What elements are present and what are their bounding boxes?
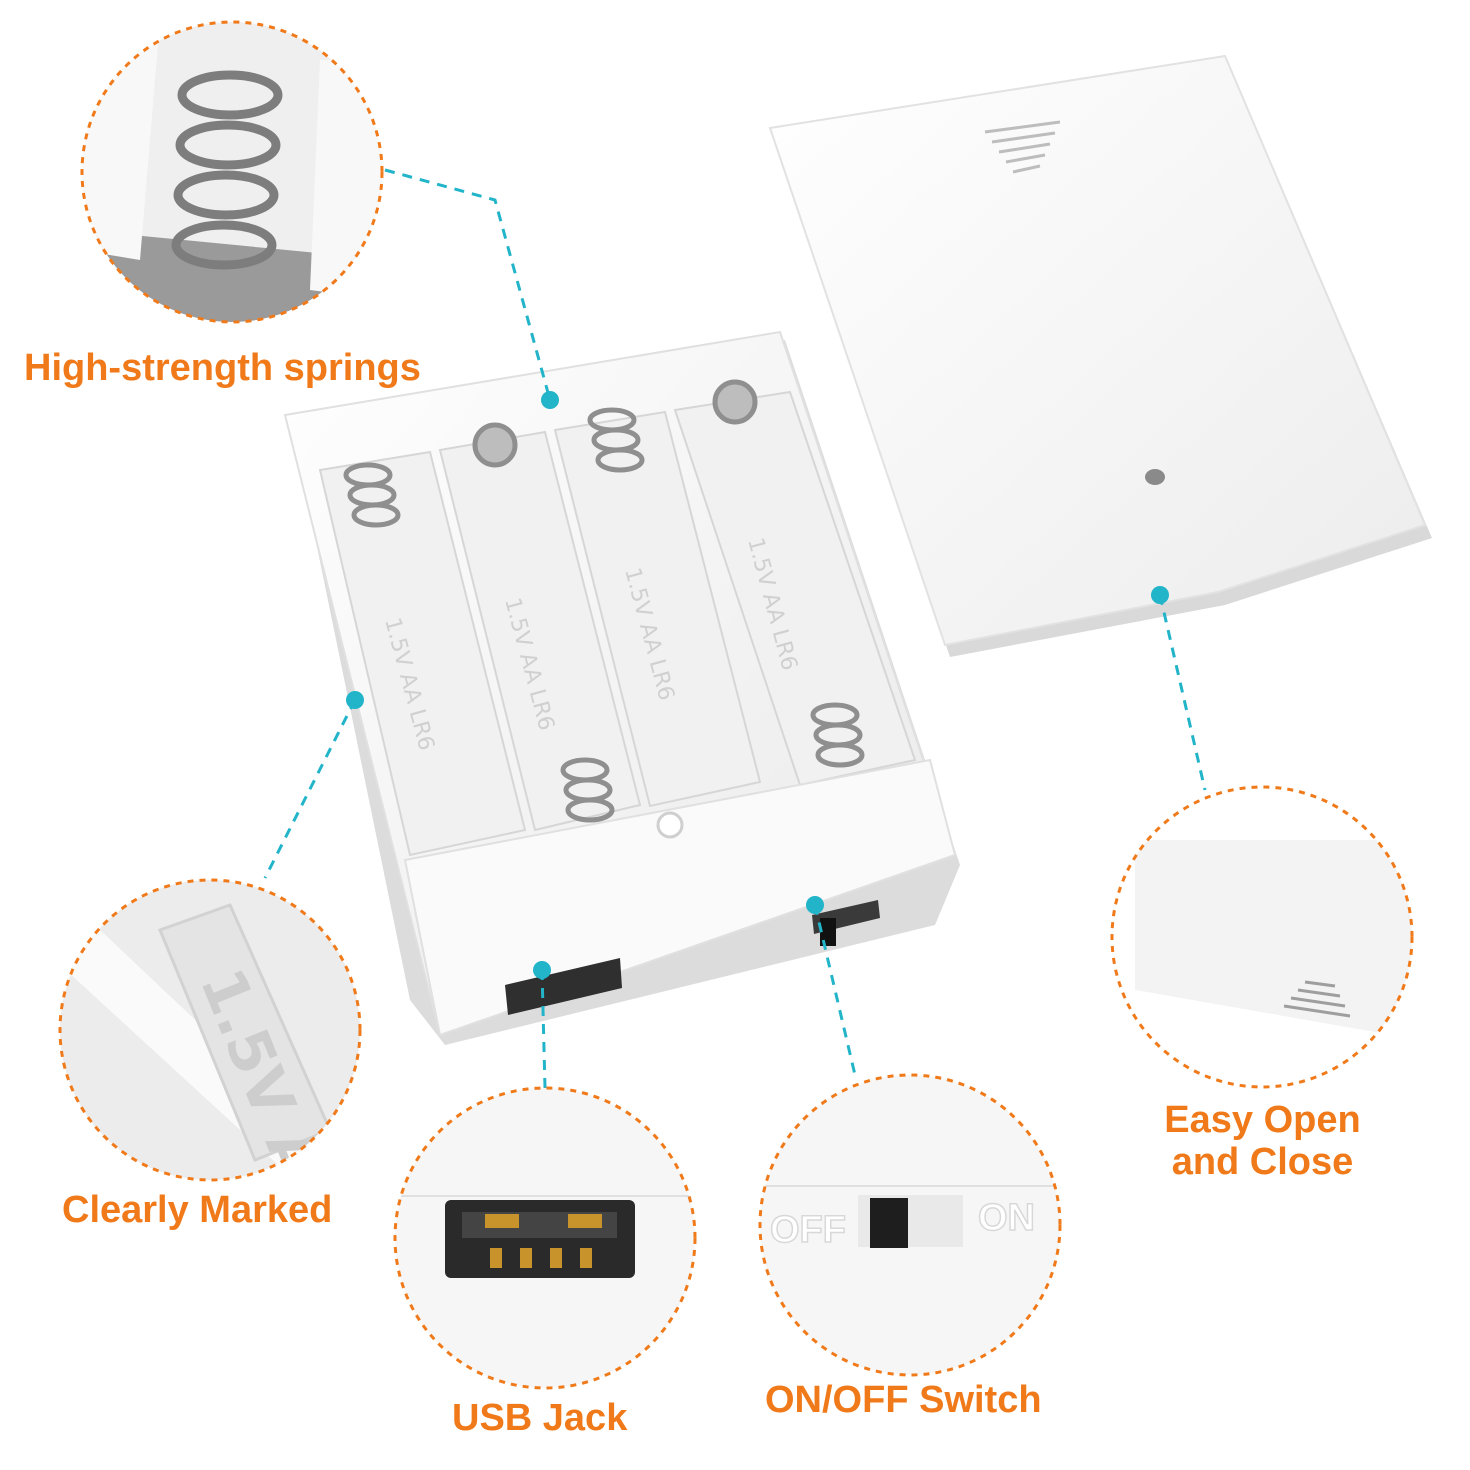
- zoom-usb: [393, 1086, 697, 1390]
- zoom-springs: [80, 20, 384, 324]
- zoom-switch: OFF ON: [758, 1073, 1062, 1377]
- grip-lines-icon: [984, 120, 1061, 174]
- usb-port-icon: [505, 958, 622, 1015]
- spring-contacts: [343, 379, 865, 823]
- usb-pin: [568, 1214, 602, 1228]
- zoom-lid: [1110, 785, 1414, 1089]
- lid-screw-hole: [1145, 469, 1165, 485]
- lid-tab-icon: [1283, 980, 1351, 1018]
- lid-label-line2: and Close: [1171, 1140, 1354, 1183]
- switch-on-text: ON: [978, 1197, 1035, 1239]
- springs-label: High-strength springs: [24, 347, 421, 389]
- spring-icon: [171, 70, 283, 270]
- switch-label: ON/OFF Switch: [765, 1379, 1042, 1421]
- lid-label-line1: Easy Open: [1164, 1099, 1361, 1141]
- battery-lid: [768, 54, 1432, 657]
- slide-switch-knob: [870, 1198, 908, 1248]
- usb-label: USB Jack: [452, 1397, 628, 1439]
- battery-slots: [318, 390, 917, 857]
- callout-lines: [263, 168, 1207, 1089]
- usb-pin: [485, 1214, 519, 1228]
- lid-label: Easy Open and Close: [1150, 1099, 1375, 1184]
- switch-off-text: OFF: [770, 1209, 846, 1251]
- zoom-marked: 1.5V AA: [58, 878, 362, 1182]
- marked-label: Clearly Marked: [62, 1189, 333, 1231]
- callout-dots: [346, 391, 1169, 979]
- battery-case: 1.5V AA LR6 1.5V AA LR6 1.5V AA LR6 1.5V…: [283, 330, 960, 1045]
